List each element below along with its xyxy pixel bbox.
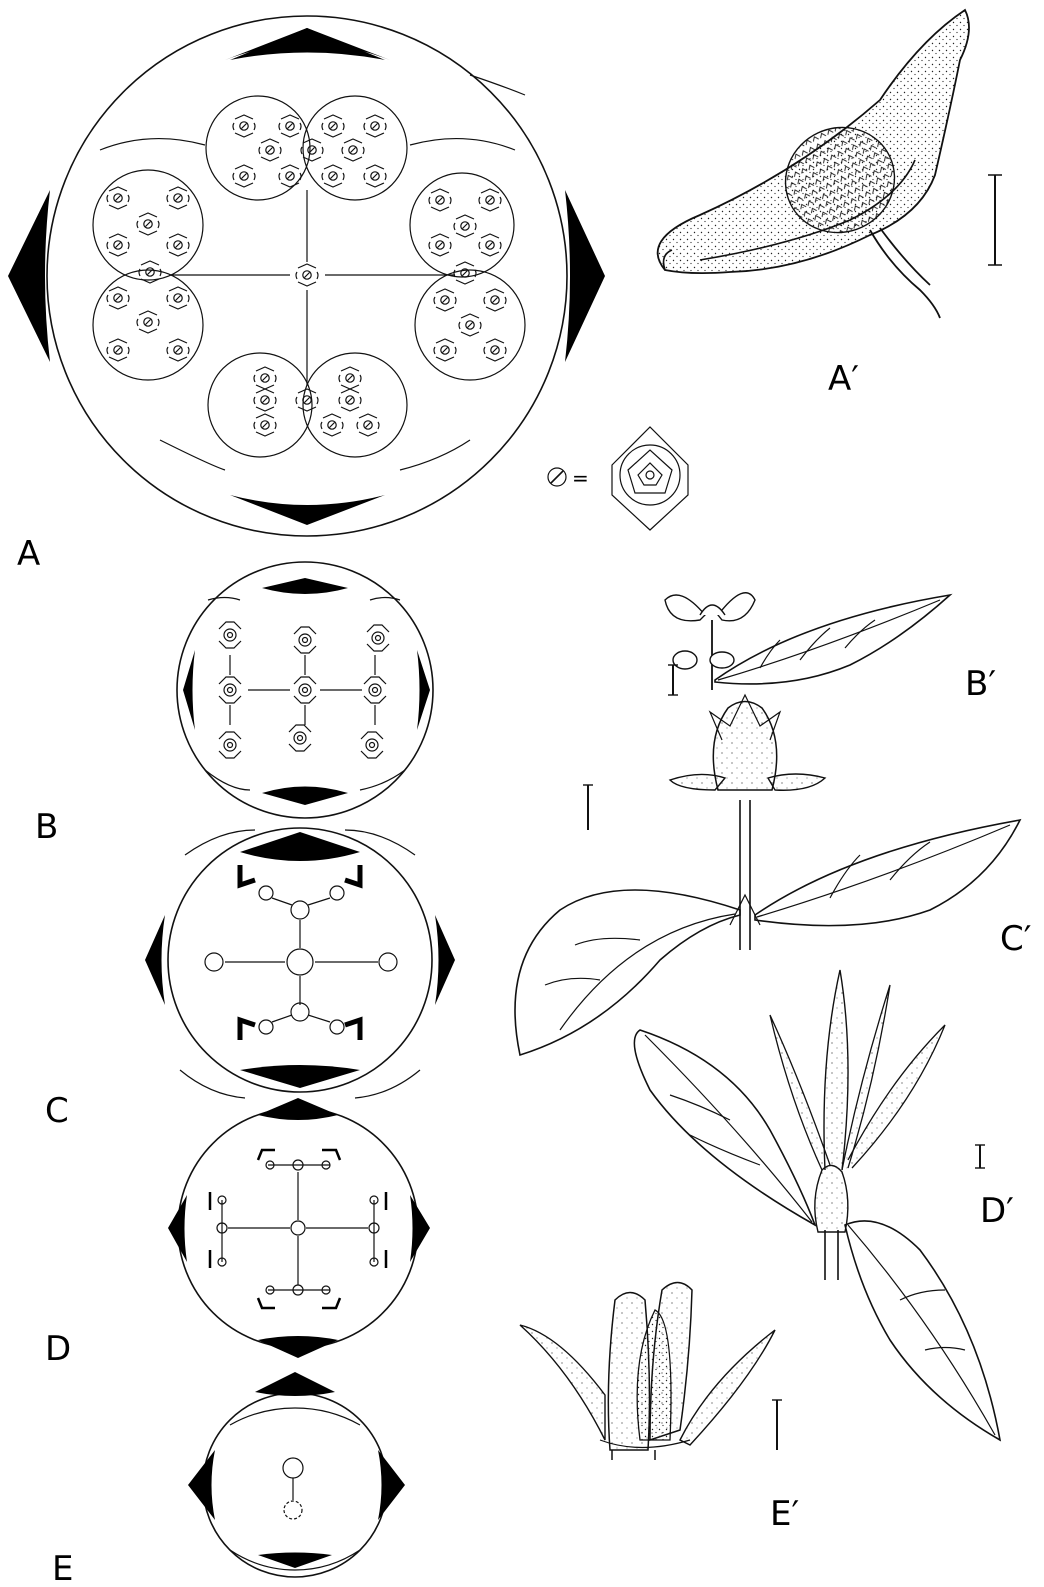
floral-diagram-e [188, 1372, 405, 1577]
floral-diagram-d [168, 1098, 430, 1358]
floral-diagram-c [145, 828, 455, 1098]
floral-diagram-b [177, 562, 433, 818]
label-d: D [45, 1329, 71, 1369]
label-a-prime: A′ [828, 359, 859, 399]
symbol-legend: = [548, 427, 688, 530]
label-b-prime: B′ [965, 664, 996, 704]
label-e: E [52, 1549, 73, 1587]
label-c-prime: C′ [1000, 919, 1031, 959]
drawing-b-prime-shoot [665, 593, 950, 690]
label-a: A [17, 534, 40, 574]
label-d-prime: D′ [980, 1191, 1014, 1231]
label-b: B [35, 807, 58, 847]
drawing-e-prime-flower [520, 1283, 775, 1461]
drawing-d-prime-shoot [634, 970, 1000, 1440]
floral-diagram-a [8, 16, 605, 536]
label-e-prime: E′ [770, 1494, 799, 1534]
drawing-a-prime-spathe [658, 10, 969, 318]
drawing-c-prime-shoot [515, 695, 1020, 1055]
legend-equals: = [572, 466, 589, 490]
label-c: C [45, 1091, 69, 1131]
